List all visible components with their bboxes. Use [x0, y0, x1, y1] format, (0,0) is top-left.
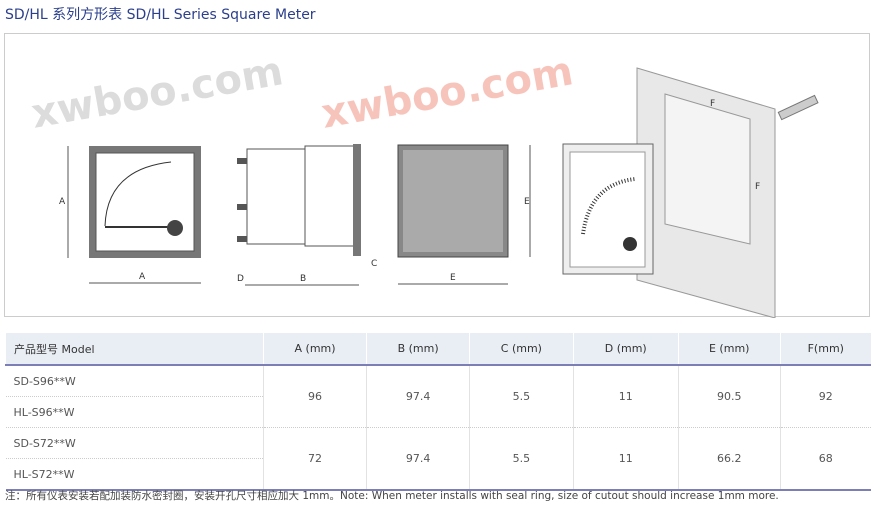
- label-b: B: [300, 274, 306, 284]
- rear-view: E E: [397, 144, 531, 285]
- table-row: SD-S72**W 72 97.4 5.5 11 66.2 68: [5, 427, 871, 491]
- dimension-table: 产品型号 Model A (mm) B (mm) C (mm) D (mm) E…: [5, 333, 871, 491]
- cell-a: 96: [262, 365, 367, 428]
- col-e: E (mm): [677, 333, 781, 366]
- table-row: SD-S96**W 96 97.4 5.5 11 90.5 92: [5, 365, 871, 428]
- cell-f: 92: [779, 365, 871, 428]
- model-cell: HL-S72**W: [5, 458, 264, 491]
- cell-b: 97.4: [366, 427, 470, 491]
- label-a-horizontal: A: [139, 272, 146, 282]
- label-d: D: [237, 274, 244, 284]
- dimension-drawing-panel: A A D B C E E F F: [4, 33, 870, 318]
- table-row: HL-S72**W: [5, 458, 872, 491]
- table-header-row: 产品型号 Model A (mm) B (mm) C (mm) D (mm) E…: [5, 333, 871, 366]
- page-title: SD/HL 系列方形表 SD/HL Series Square Meter: [5, 7, 316, 23]
- side-view: D B C: [237, 144, 377, 286]
- cell-c: 5.5: [469, 365, 574, 428]
- col-a: A (mm): [262, 333, 367, 366]
- front-view: A A: [59, 146, 201, 284]
- cell-d: 11: [572, 365, 679, 428]
- label-e-horizontal: E: [450, 273, 456, 283]
- label-f-side: F: [755, 182, 760, 192]
- cell-b: 97.4: [366, 365, 470, 428]
- cell-a: 72: [262, 427, 367, 491]
- model-cell: HL-S96**W: [5, 396, 264, 428]
- cell-f: 68: [779, 427, 871, 491]
- cell-c: 5.5: [469, 427, 574, 491]
- col-d: D (mm): [572, 333, 679, 366]
- col-c: C (mm): [469, 333, 574, 366]
- cell-e: 90.5: [677, 365, 781, 428]
- table-row: HL-S96**W: [5, 396, 872, 428]
- cell-e: 66.2: [677, 427, 781, 491]
- col-f: F(mm): [779, 333, 871, 366]
- label-e-vertical: E: [524, 197, 530, 207]
- model-cell: SD-S96**W: [5, 365, 264, 397]
- col-model: 产品型号 Model: [5, 333, 264, 366]
- col-b: B (mm): [366, 333, 470, 366]
- cell-d: 11: [572, 427, 679, 491]
- dimension-drawings: A A D B C E E F F: [59, 67, 819, 318]
- footnote: 注：所有仪表安装若配加装防水密封圈，安装开孔尺寸相应加大 1mm。Note: W…: [5, 490, 779, 502]
- perspective-view: F F: [562, 67, 819, 318]
- label-f-top: F: [710, 99, 715, 109]
- label-a-vertical: A: [59, 197, 66, 207]
- model-cell: SD-S72**W: [5, 427, 264, 459]
- label-c: C: [371, 259, 377, 269]
